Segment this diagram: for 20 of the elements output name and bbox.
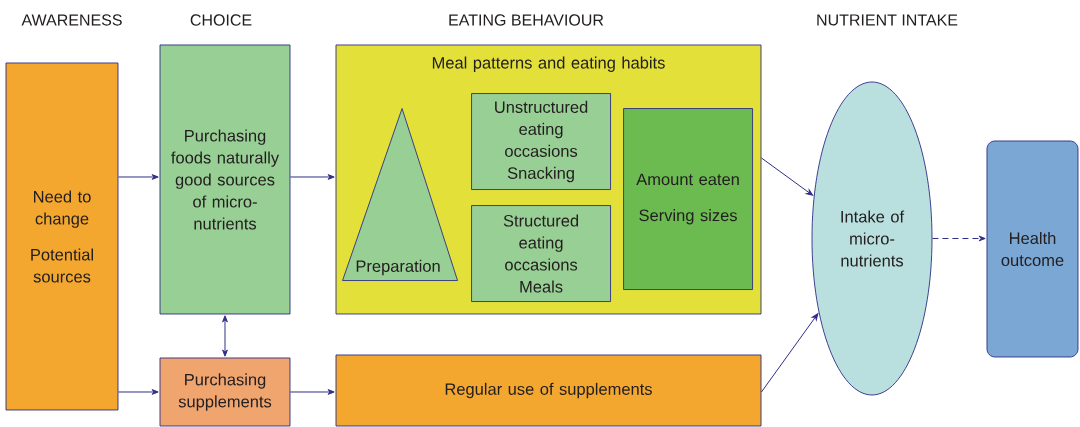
column-heading: EATING BEHAVIOUR xyxy=(449,14,604,26)
arrow xyxy=(289,174,335,180)
process-box: Regular use of supplements xyxy=(335,354,762,427)
column-heading: AWARENESS xyxy=(21,14,122,26)
process-box: Purchasing supplements xyxy=(159,357,291,427)
arrow xyxy=(117,174,159,180)
arrow xyxy=(117,389,159,395)
column-heading: CHOICE xyxy=(190,14,252,26)
arrow xyxy=(222,315,228,357)
process-box: Unstructured eating occasions Snacking xyxy=(471,93,611,190)
arrow xyxy=(289,389,335,395)
arrow xyxy=(760,313,819,393)
process-box: Purchasing foods naturally good sources of micro-nutrients xyxy=(159,44,291,315)
process-box: Amount eaten Serving sizes xyxy=(623,108,753,290)
arrow xyxy=(760,157,814,196)
arrow xyxy=(931,235,986,242)
process-box: Need to change Potential sources xyxy=(5,62,119,411)
process-box: Health outcome xyxy=(986,140,1079,358)
process-box: Structured eating occasions Meals xyxy=(471,205,611,302)
column-heading: NUTRIENT INTAKE xyxy=(817,14,958,26)
